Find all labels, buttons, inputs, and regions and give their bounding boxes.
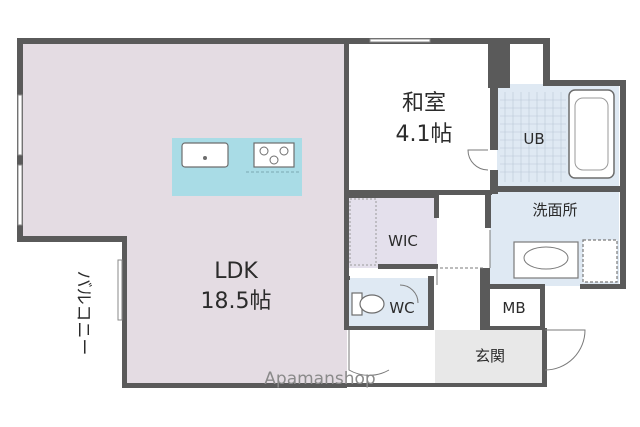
washitsu-floor bbox=[347, 42, 490, 192]
windows bbox=[17, 38, 431, 321]
washitsu-size: 4.1帖 bbox=[396, 122, 453, 147]
ub-tile-grid bbox=[500, 92, 566, 182]
watermark: Apamanshop bbox=[264, 369, 375, 389]
mb-label: MB bbox=[502, 299, 525, 317]
burner-1 bbox=[259, 146, 269, 156]
stove bbox=[253, 142, 295, 168]
bathtub-inner bbox=[574, 97, 609, 171]
sink-drain bbox=[203, 156, 207, 160]
genkan-floor bbox=[435, 330, 545, 384]
washer-pan bbox=[582, 239, 618, 283]
senmenjo-label: 洗面所 bbox=[532, 201, 577, 219]
wic-floor bbox=[347, 196, 437, 268]
wic-label: WIC bbox=[388, 232, 418, 250]
washbasin-bowl bbox=[523, 246, 569, 270]
wc-label: WC bbox=[389, 299, 414, 317]
washitsu-name: 和室 bbox=[402, 91, 446, 116]
genkan-label: 玄関 bbox=[475, 347, 505, 365]
burner-2 bbox=[279, 146, 289, 156]
toilet-bowl bbox=[359, 294, 385, 314]
doors bbox=[348, 149, 586, 376]
mb-floor bbox=[490, 286, 542, 328]
ub-label: UB bbox=[523, 130, 544, 148]
wic-hanger-rail bbox=[349, 198, 377, 266]
kitchen-sink bbox=[181, 142, 229, 168]
ldk-name: LDK bbox=[214, 259, 258, 284]
burner-3 bbox=[269, 155, 279, 165]
ldk-size: 18.5帖 bbox=[201, 289, 272, 314]
balcony-label: バルコニー bbox=[73, 271, 93, 356]
balcony-area bbox=[22, 240, 125, 386]
